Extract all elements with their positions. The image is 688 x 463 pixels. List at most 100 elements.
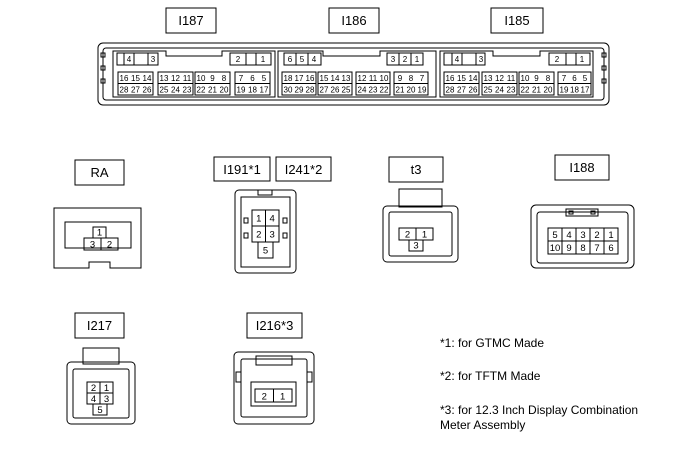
i185-pin-9: 9 bbox=[534, 74, 539, 83]
i186-pin-7: 7 bbox=[420, 74, 425, 83]
i185-pin-3: 3 bbox=[479, 55, 484, 64]
mounting-holes bbox=[100, 52, 607, 84]
t3-pin-2: 2 bbox=[405, 230, 410, 241]
i186-pin-3: 3 bbox=[391, 55, 396, 64]
i186-top-group bbox=[283, 52, 322, 66]
i186-pin-24: 24 bbox=[358, 86, 367, 95]
i216-cavity-outer bbox=[250, 381, 297, 407]
i187-pin-6: 6 bbox=[250, 74, 255, 83]
i188-latch bbox=[565, 208, 599, 217]
t3-latch bbox=[398, 188, 443, 208]
i191-pin-5: 5 bbox=[263, 246, 268, 257]
label-box-i187 bbox=[165, 7, 217, 34]
i187-pin-18: 18 bbox=[248, 86, 257, 95]
t3-face bbox=[388, 211, 453, 257]
i191-pin-1: 1 bbox=[256, 214, 261, 225]
i187-pin-15: 15 bbox=[131, 74, 140, 83]
i185-pin-17: 17 bbox=[581, 86, 590, 95]
i216-pin-2: 2 bbox=[262, 392, 267, 403]
i185-pin-6: 6 bbox=[572, 74, 577, 83]
i186-pin-28: 28 bbox=[306, 86, 315, 95]
i187-pin-9: 9 bbox=[210, 74, 215, 83]
i187-pin-3: 3 bbox=[151, 55, 156, 64]
i186-pin-20: 20 bbox=[407, 86, 416, 95]
ra-housing bbox=[53, 207, 142, 269]
label-i187: I187 bbox=[178, 13, 203, 28]
i187-pin-7: 7 bbox=[239, 74, 244, 83]
i186-pin-4: 4 bbox=[312, 55, 317, 64]
i187-pin-21: 21 bbox=[208, 86, 217, 95]
i186-top-group-2 bbox=[386, 52, 424, 66]
i185-pin-5: 5 bbox=[583, 74, 588, 83]
i185-top-group-2 bbox=[548, 52, 591, 66]
i186-pin-23: 23 bbox=[369, 86, 378, 95]
footnote-2: *2: for TFTM Made bbox=[440, 369, 541, 383]
triple-connector-housing bbox=[97, 42, 610, 106]
i185-pin-7: 7 bbox=[562, 74, 567, 83]
i186-pin-5: 5 bbox=[300, 55, 305, 64]
i186-pin-1: 1 bbox=[415, 55, 420, 64]
label-i191: I191*1 bbox=[223, 162, 261, 177]
label-i186: I186 bbox=[341, 13, 366, 28]
triple-connector-inner bbox=[102, 47, 605, 101]
i186-pin-25: 25 bbox=[342, 86, 351, 95]
label-box-i216 bbox=[246, 312, 303, 339]
i187-pin-1: 1 bbox=[261, 55, 266, 64]
i185-pin-16: 16 bbox=[446, 74, 455, 83]
i187-pin-19: 19 bbox=[237, 86, 246, 95]
i185-pin-20: 20 bbox=[544, 86, 553, 95]
i186-pin-16: 16 bbox=[306, 74, 315, 83]
i187-shell bbox=[112, 50, 276, 98]
i187-pin-23: 23 bbox=[183, 86, 192, 95]
i217-latch bbox=[82, 347, 120, 365]
i185-pin-12: 12 bbox=[495, 74, 504, 83]
i187-pin-26: 26 bbox=[143, 86, 152, 95]
i186-pin-17: 17 bbox=[295, 74, 304, 83]
i185-top-group bbox=[443, 52, 486, 66]
i187-pin-17: 17 bbox=[260, 86, 269, 95]
i187-pin-4: 4 bbox=[127, 55, 132, 64]
label-box-ra bbox=[74, 159, 125, 186]
i186-shell bbox=[277, 50, 437, 98]
i188-pin-1: 1 bbox=[608, 230, 613, 241]
ra-pin-3: 3 bbox=[90, 240, 95, 251]
label-box-i241 bbox=[275, 156, 332, 182]
t3-pin-1: 1 bbox=[422, 230, 427, 241]
i186-pin-9: 9 bbox=[398, 74, 403, 83]
i187-pin-13: 13 bbox=[160, 74, 169, 83]
i186-pin-22: 22 bbox=[380, 86, 389, 95]
i185-pin-1: 1 bbox=[580, 55, 585, 64]
i185-pin-11: 11 bbox=[507, 74, 516, 83]
i191-pin-4: 4 bbox=[270, 214, 275, 225]
i216-latch bbox=[255, 355, 293, 366]
i188-pin-5: 5 bbox=[552, 230, 557, 241]
i185-pin-blocks bbox=[443, 71, 592, 96]
i187-pin-5: 5 bbox=[262, 74, 267, 83]
i216-face bbox=[240, 358, 308, 418]
i217-pin-5: 5 bbox=[97, 405, 102, 416]
i187-pin-10: 10 bbox=[197, 74, 206, 83]
i187-pin-2: 2 bbox=[236, 55, 241, 64]
i186-pin-6: 6 bbox=[288, 55, 293, 64]
i186-pin-10: 10 bbox=[380, 74, 389, 83]
i187-top-group-2 bbox=[229, 52, 272, 66]
label-box-i217 bbox=[74, 312, 125, 339]
i187-pin-27: 27 bbox=[131, 86, 140, 95]
label-i241: I241*2 bbox=[285, 162, 323, 177]
i185-pin-15: 15 bbox=[457, 74, 466, 83]
i187-pin-11: 11 bbox=[183, 74, 192, 83]
i217-cavity-5 bbox=[92, 403, 108, 416]
i185-pin-27: 27 bbox=[457, 86, 466, 95]
i187-pin-24: 24 bbox=[171, 86, 180, 95]
i191-pin-3: 3 bbox=[270, 230, 275, 241]
i186-pin-30: 30 bbox=[284, 86, 293, 95]
i186-pin-19: 19 bbox=[418, 86, 427, 95]
i216-left-notch bbox=[235, 371, 242, 383]
t3-housing bbox=[382, 205, 459, 263]
i188-housing bbox=[530, 204, 635, 269]
i186-pin-14: 14 bbox=[331, 74, 340, 83]
i188-pin-8: 8 bbox=[580, 243, 585, 254]
label-box-t3 bbox=[388, 156, 444, 183]
i185-pin-22: 22 bbox=[521, 86, 530, 95]
